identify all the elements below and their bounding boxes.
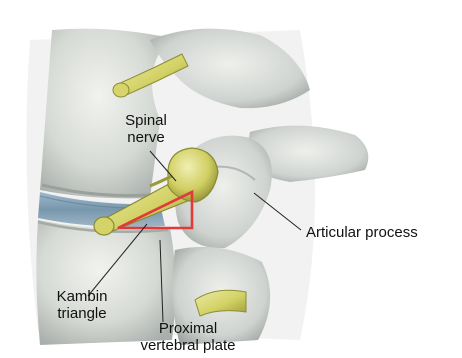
label-proximal-vertebral-plate-line1: Proximal xyxy=(126,320,250,337)
label-proximal-vertebral-plate-line2: vertebral plate xyxy=(126,337,250,354)
label-kambin-triangle: Kambin triangle xyxy=(42,288,122,322)
label-spinal-nerve: Spinal nerve xyxy=(108,112,184,146)
upper-nerve-tip xyxy=(113,83,129,97)
label-spinal-nerve-line1: Spinal xyxy=(108,112,184,129)
label-spinal-nerve-line2: nerve xyxy=(108,129,184,146)
label-proximal-vertebral-plate: Proximal vertebral plate xyxy=(126,320,250,354)
spinal-nerve-tip xyxy=(94,217,114,235)
label-articular-process: Articular process xyxy=(306,224,418,241)
label-kambin-triangle-line2: triangle xyxy=(42,305,122,322)
label-kambin-triangle-line1: Kambin xyxy=(42,288,122,305)
